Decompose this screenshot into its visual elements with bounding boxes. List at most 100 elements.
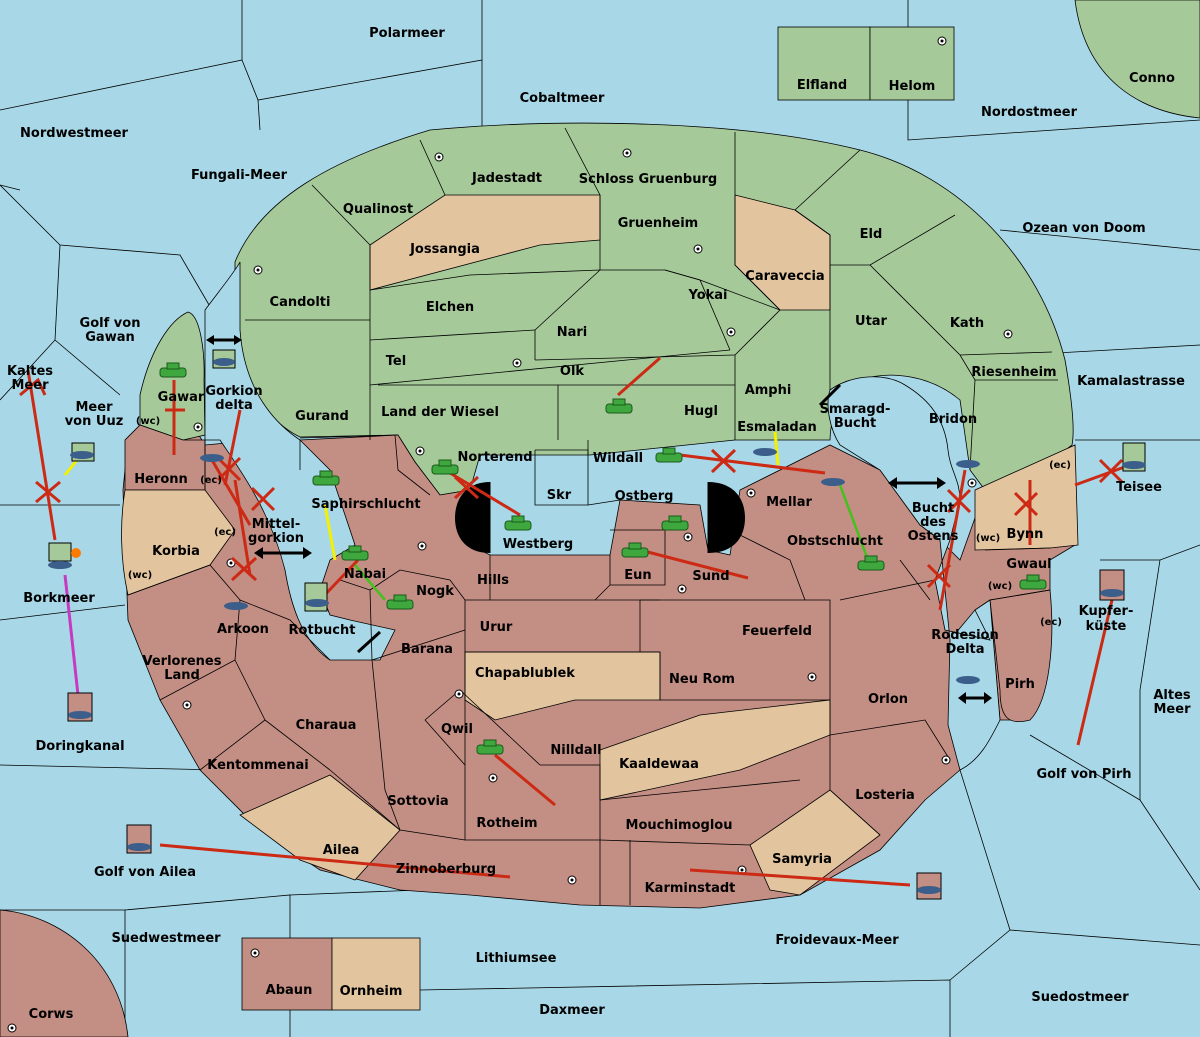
- supply-center-icon: [415, 446, 425, 456]
- supply-center-icon: [226, 558, 236, 568]
- supply-center-icon: [488, 773, 498, 783]
- label-amphi: Amphi: [745, 383, 792, 398]
- double-arrow-icon: [356, 630, 382, 654]
- label-teisee: Teisee: [1116, 480, 1162, 495]
- supply-center-icon: [693, 244, 703, 254]
- label-smaragd-2: Bucht: [834, 416, 876, 431]
- label-altes-2: Meer: [1154, 702, 1192, 717]
- label-bridon: Bridon: [929, 412, 977, 427]
- label-rotheim: Rotheim: [476, 816, 537, 831]
- failed-order-x-icon: [1013, 491, 1039, 517]
- label-hills: Hills: [477, 573, 509, 588]
- coast-tags: (wc) (ec) (ec) (wc) (ec) (wc) (wc) (ec): [128, 416, 1071, 628]
- move-arrow: [1074, 463, 1131, 487]
- label-norterend: Norterend: [457, 450, 532, 465]
- label-olk: Olk: [560, 364, 585, 379]
- tank-icon: [431, 459, 459, 475]
- label-abaun: Abaun: [266, 983, 313, 998]
- fort-east-icon: [708, 482, 745, 553]
- label-barana: Barana: [401, 642, 453, 657]
- label-eun: Eun: [624, 568, 651, 583]
- label-neu-rom: Neu Rom: [669, 672, 735, 687]
- label-westberg: Westberg: [503, 537, 573, 552]
- label-polarmeer: Polarmeer: [369, 26, 445, 41]
- tank-icon: [605, 398, 633, 414]
- label-daxmeer: Daxmeer: [539, 1003, 605, 1018]
- move-arrow: [1076, 599, 1114, 746]
- supply-centers: [7, 36, 1013, 1033]
- label-mittel-1: Mittel-: [252, 517, 301, 532]
- coast-tag-wc: (wc): [128, 570, 152, 581]
- double-arrow-icon: [888, 477, 946, 489]
- fleet-icon: [956, 676, 980, 684]
- province-conno[interactable]: [1074, 0, 1200, 119]
- fleet-icon: [224, 602, 248, 610]
- label-gorkion-delta-2: delta: [215, 398, 253, 413]
- label-froidevaux: Froidevaux-Meer: [775, 933, 899, 948]
- label-golf-gawan-2: Gawan: [85, 330, 134, 345]
- label-suedostmeer: Suedostmeer: [1031, 990, 1129, 1005]
- supply-center-icon: [937, 36, 947, 46]
- label-eld: Eld: [860, 227, 883, 242]
- failed-order-x-icon: [250, 486, 276, 512]
- failed-order-x-icon: [1098, 458, 1124, 484]
- label-golf-ailea: Golf von Ailea: [94, 865, 196, 880]
- label-korbia: Korbia: [152, 544, 200, 559]
- tank-icon: [661, 515, 689, 531]
- label-kentommenai: Kentommenai: [207, 758, 308, 773]
- army-units[interactable]: [159, 362, 1047, 755]
- label-gwaul: Gwaul: [1006, 557, 1051, 572]
- province-bynn[interactable]: [974, 444, 1079, 551]
- label-bucht-2: des: [920, 515, 946, 530]
- tank-icon: [504, 515, 532, 531]
- label-gawar: Gawar: [158, 390, 205, 405]
- label-borkmeer: Borkmeer: [23, 591, 95, 606]
- province-ornheim[interactable]: [331, 937, 421, 1011]
- explosion-icon: [71, 548, 81, 558]
- label-ostberg: Ostberg: [615, 489, 674, 504]
- label-caraveccia: Caraveccia: [745, 269, 824, 284]
- label-feuerfeld: Feuerfeld: [742, 624, 812, 639]
- supply-center-icon: [726, 327, 736, 337]
- label-utar: Utar: [855, 314, 888, 329]
- label-kaltes-1: Kaltes: [7, 364, 53, 379]
- tank-icon: [621, 542, 649, 558]
- label-uuz-2: von Uuz: [65, 414, 124, 429]
- label-doringkanal: Doringkanal: [35, 739, 124, 754]
- coast-tag-ec: (ec): [214, 527, 236, 538]
- label-skr: Skr: [547, 488, 572, 503]
- province-corws[interactable]: [0, 909, 129, 1037]
- label-fungali: Fungali-Meer: [191, 168, 288, 183]
- tank-icon: [476, 739, 504, 755]
- failed-order-x-icon: [453, 475, 480, 500]
- failed-order-x-icon: [230, 556, 258, 582]
- supply-center-icon: [807, 672, 817, 682]
- label-qualinost: Qualinost: [343, 202, 413, 217]
- label-cobaltmeer: Cobaltmeer: [520, 91, 605, 106]
- province-ailea[interactable]: [239, 774, 401, 881]
- move-arrow: [233, 479, 252, 576]
- failed-orders: [35, 448, 1124, 589]
- label-kupfer-1: Kupfer-: [1079, 604, 1134, 619]
- province-korbia[interactable]: [121, 489, 236, 596]
- failed-order-x-icon: [926, 563, 952, 589]
- double-arrow-icon: [958, 692, 992, 704]
- label-tel: Tel: [386, 354, 406, 369]
- label-chapablublek: Chapablublek: [475, 666, 575, 681]
- label-arkoon: Arkoon: [217, 622, 269, 637]
- label-mittel-2: gorkion: [248, 531, 304, 546]
- label-heronn: Heronn: [134, 472, 188, 487]
- province-pirh[interactable]: [989, 589, 1053, 723]
- supply-center-icon: [417, 541, 427, 551]
- label-bucht-3: Ostens: [908, 529, 959, 544]
- province-samyria[interactable]: [749, 789, 881, 896]
- failed-order-x-icon: [710, 448, 737, 474]
- label-elfland: Elfland: [797, 78, 847, 93]
- label-corws: Corws: [29, 1007, 74, 1022]
- label-candolti: Candolti: [270, 295, 331, 310]
- tank-icon: [655, 447, 683, 463]
- fleet-units[interactable]: [48, 349, 1146, 900]
- label-ailea: Ailea: [323, 843, 360, 858]
- coast-tag-ec: (ec): [1049, 460, 1071, 471]
